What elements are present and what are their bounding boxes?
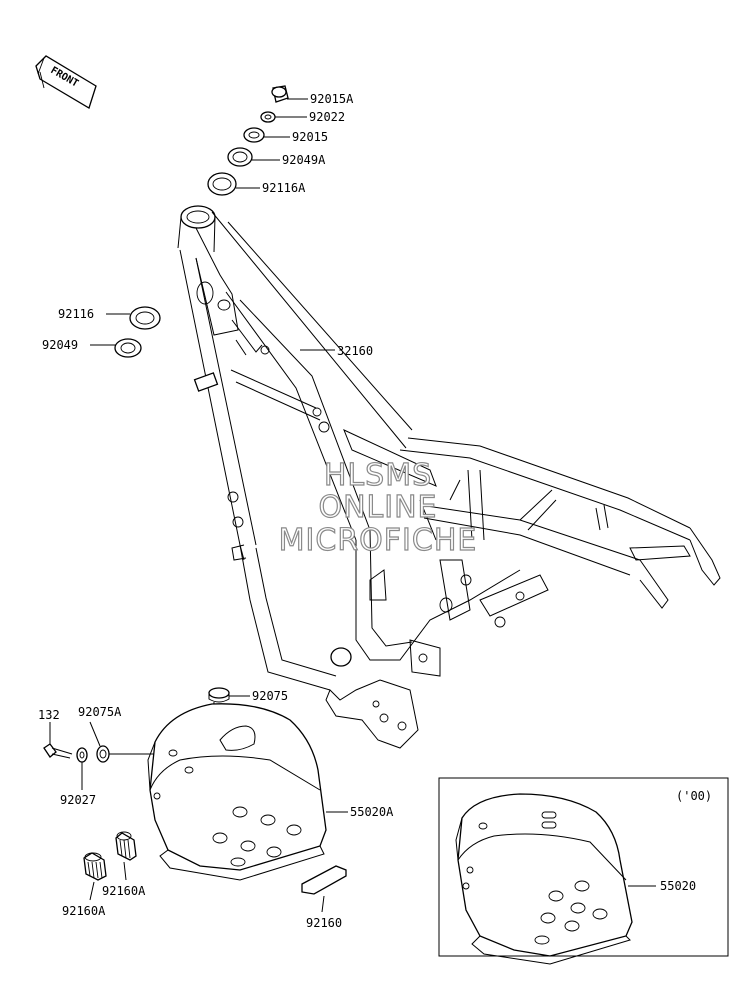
label-55020A: 55020A <box>350 805 394 819</box>
watermark-line3: MICROFICHE <box>279 523 478 558</box>
label-92049: 92049 <box>42 338 78 352</box>
watermark-line2: ONLINE <box>318 490 437 525</box>
part-92160A-bush-right[interactable] <box>115 831 137 881</box>
part-92160-bracket[interactable] <box>301 865 347 913</box>
label-92015: 92015 <box>292 130 328 144</box>
part-55020-skid-plate[interactable] <box>455 793 656 965</box>
label-132: 132 <box>38 708 60 722</box>
part-92116A[interactable] <box>207 172 260 196</box>
part-92015A[interactable] <box>271 85 308 103</box>
part-132-bolt[interactable] <box>43 722 73 759</box>
label-32160: 32160 <box>337 344 373 358</box>
part-92022[interactable] <box>260 111 307 123</box>
part-92049A[interactable] <box>227 147 280 167</box>
front-arrow-badge: FRONT <box>35 55 97 109</box>
label-92075: 92075 <box>252 689 288 703</box>
watermark: HLSMS ONLINE MICROFICHE <box>278 457 478 558</box>
part-55020A-skid-plate[interactable] <box>147 703 348 881</box>
part-92160A-bush-left[interactable] <box>83 852 107 901</box>
label-92015A: 92015A <box>310 92 354 106</box>
label-92049A: 92049A <box>282 153 326 167</box>
label-92160: 92160 <box>306 916 342 930</box>
watermark-line1: HLSMS <box>324 458 432 493</box>
inset-box-2000: ('00) <box>438 777 729 965</box>
label-92022: 92022 <box>309 110 345 124</box>
part-92049[interactable] <box>90 338 142 358</box>
label-92027: 92027 <box>60 793 96 807</box>
label-92160A-left: 92160A <box>62 904 106 918</box>
label-92116: 92116 <box>58 307 94 321</box>
part-labels: 92015A 92022 92015 92049A 92116A 92116 9… <box>38 92 696 930</box>
inset-note: ('00) <box>676 789 712 803</box>
label-92116A: 92116A <box>262 181 306 195</box>
label-55020: 55020 <box>660 879 696 893</box>
steering-stack <box>90 85 308 358</box>
frame-32160[interactable] <box>177 205 721 749</box>
label-92160A-right: 92160A <box>102 884 146 898</box>
part-92075A-collar[interactable] <box>89 721 110 763</box>
label-92075A: 92075A <box>78 705 122 719</box>
part-92015[interactable] <box>243 127 290 143</box>
part-92116[interactable] <box>106 306 161 330</box>
part-92027-washer[interactable] <box>76 747 88 790</box>
